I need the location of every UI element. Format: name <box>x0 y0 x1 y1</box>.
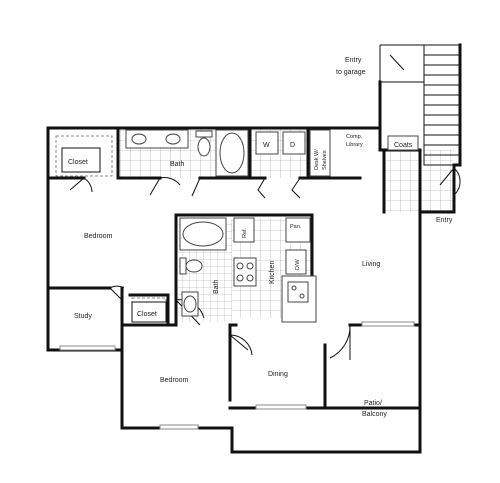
label-dining: Dining <box>268 371 288 378</box>
label-coats: Coats <box>394 142 413 149</box>
label-closet-mid: Closet <box>137 311 157 318</box>
label-bedroom-bottom: Bedroom <box>160 377 189 384</box>
laundry <box>255 131 306 155</box>
desk <box>309 129 331 177</box>
label-entry-garage-2: to garage <box>336 69 366 76</box>
bath-top-fixtures <box>125 129 249 177</box>
label-bath-mid: Bath <box>213 279 220 294</box>
label-entry-garage: Entry <box>345 57 362 64</box>
label-desk-2: Shelves <box>322 150 328 170</box>
label-entry: Entry <box>436 217 453 224</box>
kitchen-fixtures <box>233 217 317 323</box>
label-bath-top: Bath <box>170 161 185 168</box>
label-living: Living <box>362 261 380 268</box>
label-comp-library-2: Library <box>346 142 363 148</box>
label-pan: Pan. <box>290 224 302 230</box>
entry-garage-line1: Entry <box>345 57 362 64</box>
label-bedroom-left: Bedroom <box>84 233 113 240</box>
label-study: Study <box>74 313 92 320</box>
dryer-label: D <box>290 142 295 149</box>
label-patio: Patio/ <box>364 400 382 407</box>
closet-top-box <box>61 147 101 173</box>
windows <box>59 321 415 430</box>
label-dw: D/W <box>295 259 301 271</box>
label-kitchen: Kitchen <box>269 261 276 284</box>
bath-mid-fixtures <box>179 217 227 317</box>
label-ref: Ref. <box>242 227 248 238</box>
coats-closet <box>387 135 419 151</box>
closet-mid-box <box>131 301 167 323</box>
label-comp-library: Comp. <box>346 134 363 140</box>
label-patio-2: Balcony <box>362 411 387 418</box>
label-closet-top: Closet <box>68 159 88 166</box>
washer-label: W <box>263 142 270 149</box>
label-desk-1: Desk W/ <box>314 149 320 170</box>
